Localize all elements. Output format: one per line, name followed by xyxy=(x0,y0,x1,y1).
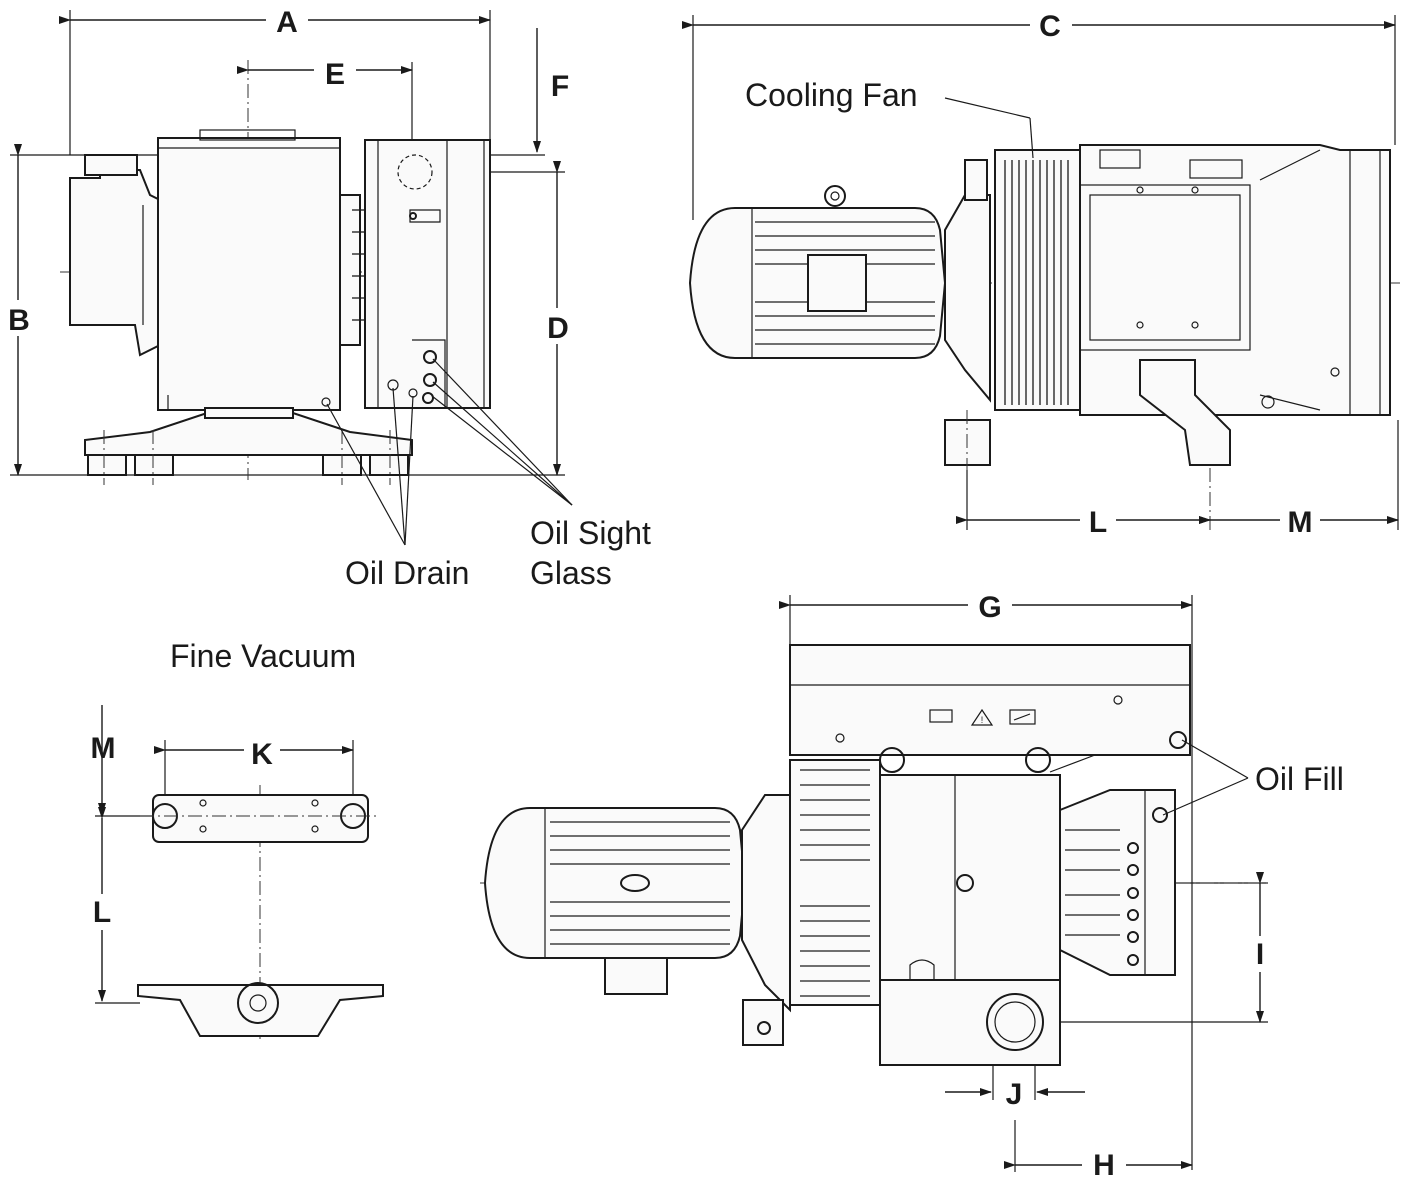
dimension-label-g: G xyxy=(978,591,1001,624)
callout-cooling-fan: Cooling Fan xyxy=(745,77,918,113)
dimension-label-l: L xyxy=(1089,506,1107,539)
dimension-k: K xyxy=(154,734,354,771)
dimension-c: C xyxy=(682,8,1396,43)
front-view: A E F B D Oil Drain xyxy=(2,4,651,591)
dimension-e: E xyxy=(237,54,413,91)
dimension-label-f: F xyxy=(551,70,569,103)
dimension-l-foot: L xyxy=(86,807,118,1002)
warning-triangle-icon: ! xyxy=(970,708,994,726)
dimension-h: H xyxy=(1004,1149,1193,1178)
dimension-j: J xyxy=(945,1078,1085,1111)
dimension-label-l-foot: L xyxy=(93,896,111,929)
callout-oil-sight-glass-line2: Glass xyxy=(530,555,612,591)
dimension-label-h: H xyxy=(1093,1149,1115,1178)
dimension-label-j: J xyxy=(1006,1078,1023,1111)
callout-oil-drain: Oil Drain xyxy=(345,555,469,591)
dimension-label-a: A xyxy=(276,6,298,39)
dimension-m-side: M xyxy=(1199,504,1399,539)
dimension-label-d: D xyxy=(547,312,569,345)
dimension-a: A xyxy=(59,4,491,39)
dimension-label-c: C xyxy=(1039,10,1061,43)
dimension-label-m: M xyxy=(1288,506,1313,539)
dimension-b: B xyxy=(2,144,36,476)
dimension-label-i: I xyxy=(1256,938,1264,971)
dimension-label-b: B xyxy=(8,304,30,337)
foot-detail-view: Fine Vacuum K M L xyxy=(86,638,384,1040)
dimension-label-m-foot: M xyxy=(91,732,116,765)
dimension-label-e: E xyxy=(325,58,345,91)
dimension-d: D xyxy=(540,161,576,476)
callout-oil-fill: Oil Fill xyxy=(1255,761,1344,797)
side-view: C L M Cooling Fan xyxy=(682,8,1400,539)
dimension-label-k: K xyxy=(251,738,273,771)
top-view: ! xyxy=(480,588,1344,1178)
callout-fine-vacuum: Fine Vacuum xyxy=(170,638,356,674)
nameplate-icon xyxy=(1009,709,1036,725)
dimension-f: F xyxy=(533,28,569,153)
svg-text:!: ! xyxy=(981,715,984,725)
dimension-l-side: L xyxy=(956,504,1211,539)
dimension-i: I xyxy=(1248,872,1272,1023)
dimension-g: G xyxy=(779,588,1193,624)
callout-oil-sight-glass-line1: Oil Sight xyxy=(530,515,651,551)
